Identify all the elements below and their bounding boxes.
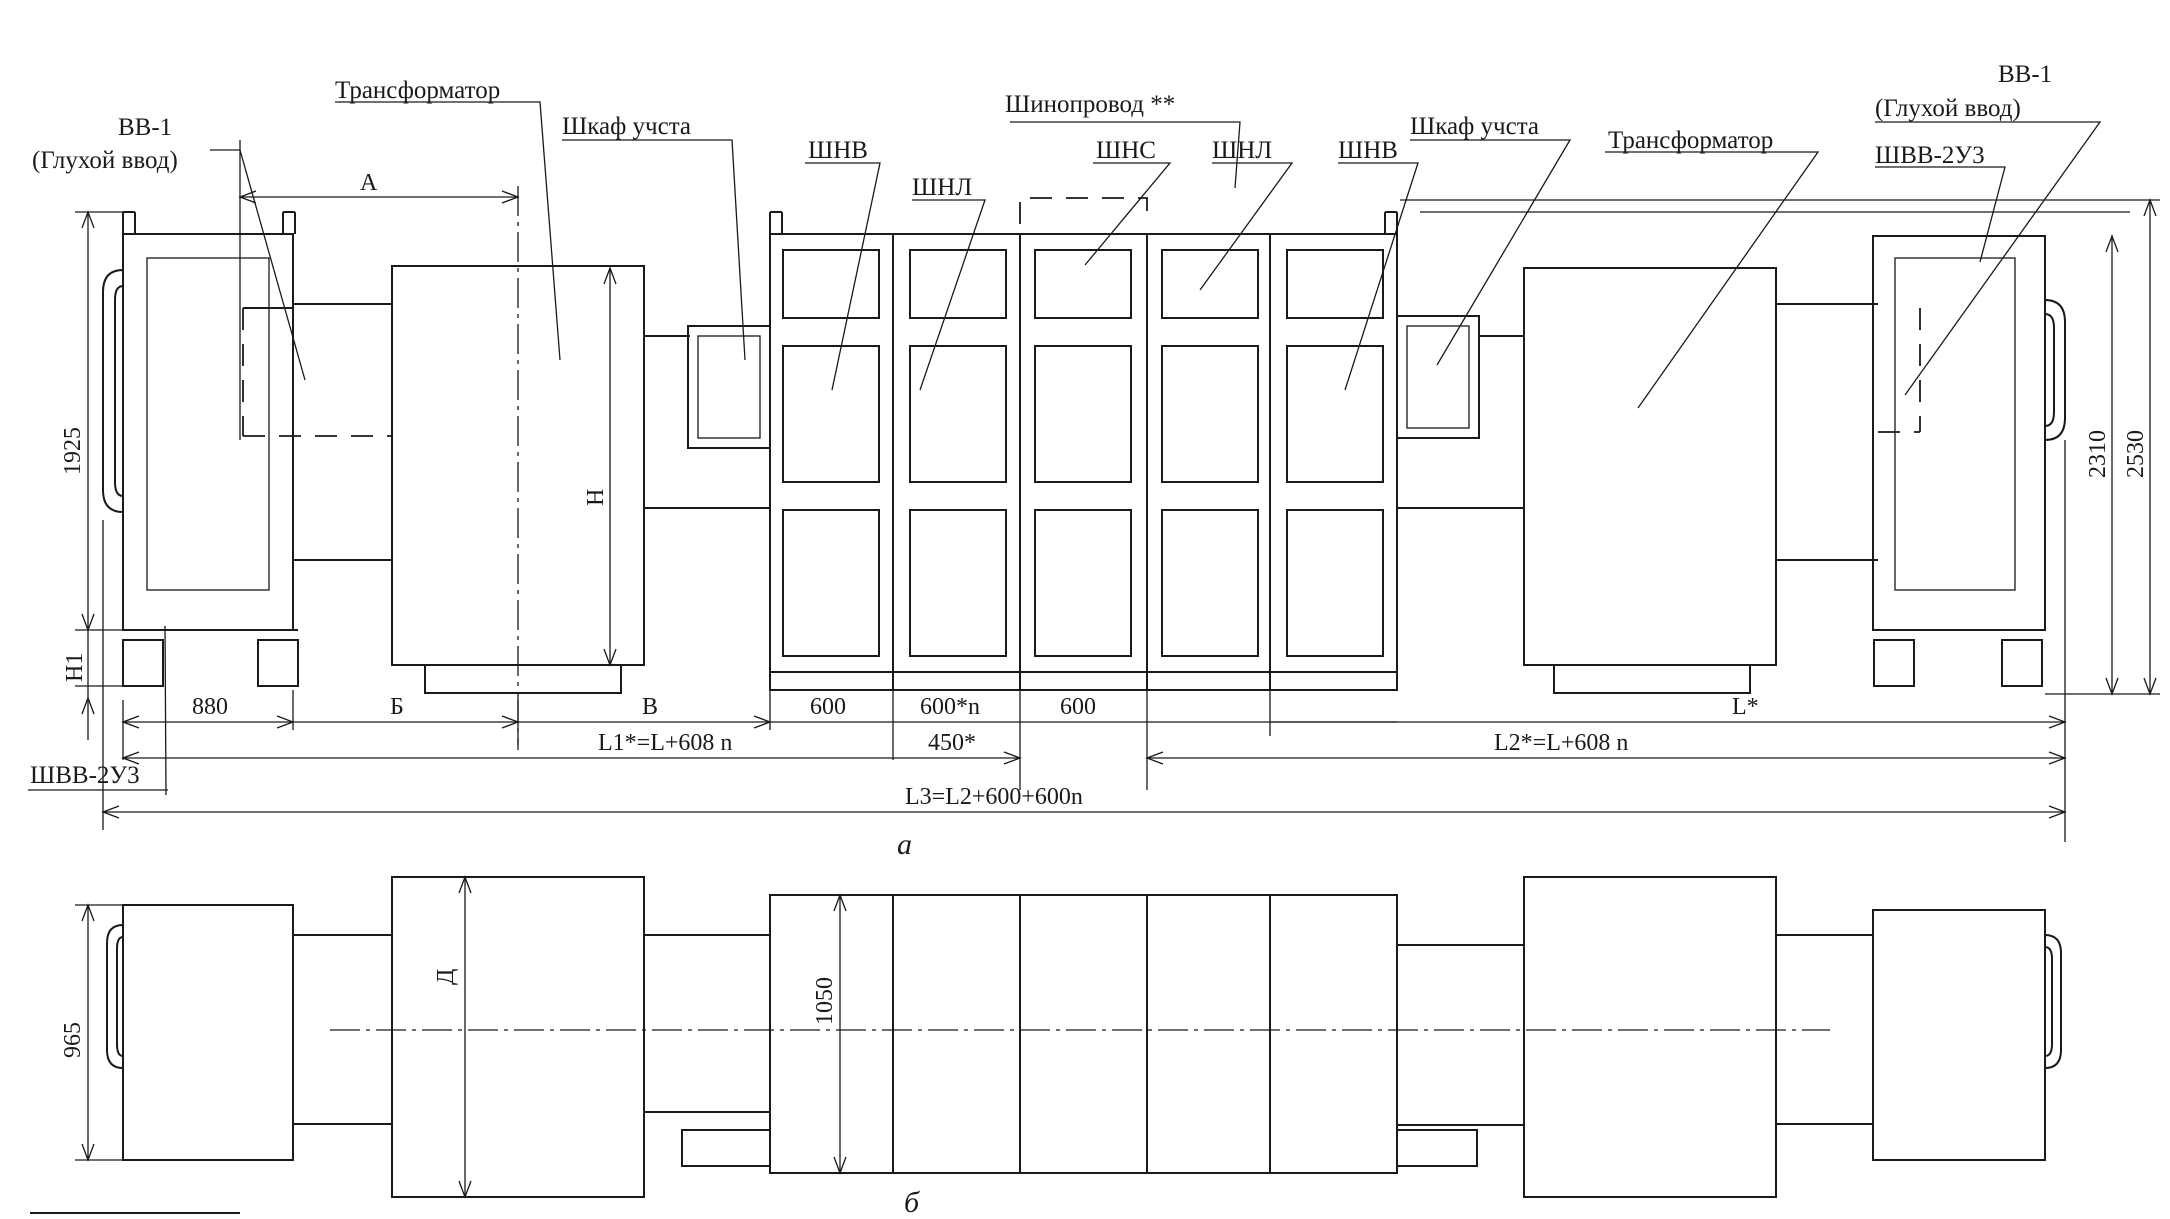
- dim-H1: Н1: [62, 653, 88, 682]
- dim-L3: L3=L2+600+600n: [905, 784, 1083, 810]
- transformer-left-label: Трансформатор: [335, 77, 500, 104]
- glukhoy-right-label: (Глухой ввод): [1875, 95, 2021, 122]
- right-metering-cabinet: [1384, 211, 1524, 509]
- dim-2530: 2530: [2123, 430, 2149, 478]
- shvv-right-label: ШВВ-2У3: [1875, 142, 1985, 169]
- dim-450: 450*: [928, 730, 976, 756]
- dim-B-cyr: Б: [390, 694, 404, 720]
- left-metering-cabinet: [687, 325, 771, 449]
- right-vv1-cabinet: [1872, 235, 2066, 687]
- dim-1050: 1050: [812, 977, 838, 1025]
- dim-2310: 2310: [2085, 430, 2111, 478]
- right-transformer: [1523, 267, 1878, 694]
- dim-A: А: [360, 170, 378, 196]
- dim-880: 880: [192, 694, 228, 720]
- dim-600-b: 600: [1060, 694, 1096, 720]
- dim-L1: L1*=L+608 n: [598, 730, 732, 756]
- front-view-labels: ВВ-1 (Глухой ввод) Трансформатор Шкаф уч…: [28, 61, 2052, 791]
- front-dimension-texts: А 1925 Н1 Н 2310 2530 880 Б В 600 600*n …: [60, 170, 2149, 861]
- dim-L2: L2*=L+608 n: [1494, 730, 1628, 756]
- dim-600-a: 600: [810, 694, 846, 720]
- shnv-right-label: ШНВ: [1338, 137, 1398, 164]
- shvv-left-label: ШВВ-2У3: [30, 762, 140, 789]
- shns-label: ШНС: [1096, 137, 1156, 164]
- front-view: ВВ-1 (Глухой ввод) Трансформатор Шкаф уч…: [28, 61, 2160, 861]
- dim-L-star: L*: [1732, 694, 1759, 720]
- shkaf-right-label: Шкаф учста: [1410, 113, 1539, 140]
- dim-H: Н: [583, 489, 609, 506]
- switchgear-lineup: [769, 197, 1398, 691]
- shinoprovod-label: Шинопровод **: [1005, 91, 1175, 118]
- caption-b: б: [904, 1186, 920, 1219]
- left-vv1-cabinet: [102, 211, 299, 687]
- shnl-right-label: ШНЛ: [1212, 137, 1272, 164]
- transformer-right-label: Трансформатор: [1608, 127, 1773, 154]
- glukhoy-left-label: (Глухой ввод): [32, 147, 178, 174]
- dim-600n: 600*n: [920, 694, 980, 720]
- dim-1925: 1925: [60, 427, 86, 475]
- plan-view: 965 Д 1050 б: [30, 875, 2062, 1219]
- shnv-left-label: ШНВ: [808, 137, 868, 164]
- shnl-left-label: ШНЛ: [912, 174, 972, 201]
- vv1-left-label: ВВ-1: [118, 114, 172, 141]
- caption-a: а: [897, 828, 912, 861]
- left-cable-duct: [242, 303, 392, 561]
- front-dimension-lines: [75, 140, 2160, 842]
- dim-D-cyr: Д: [433, 969, 459, 985]
- leader-lines: [164, 101, 2102, 796]
- dim-V-cyr: В: [642, 694, 658, 720]
- shkaf-left-label: Шкаф учста: [562, 113, 691, 140]
- dim-965: 965: [60, 1022, 86, 1058]
- vv1-right-label: ВВ-1: [1998, 61, 2052, 88]
- left-transformer: [391, 186, 770, 750]
